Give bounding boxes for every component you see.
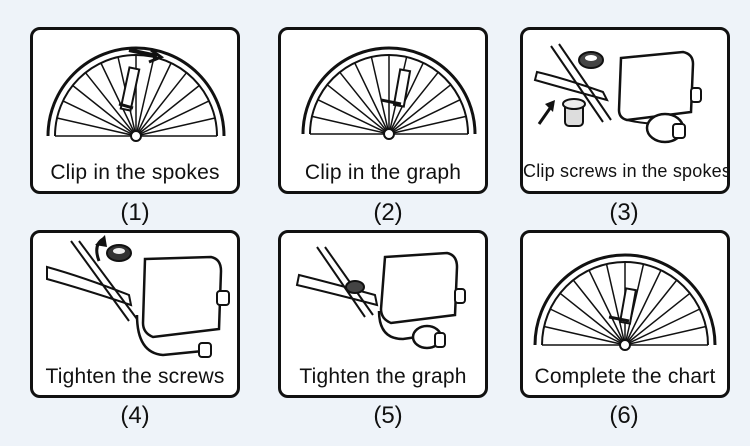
step-4-caption: Tighten the screws [45, 365, 225, 388]
step-6-caption: Complete the chart [534, 365, 716, 388]
step-1-panel: Clip in the spokes [30, 27, 240, 194]
wheel-spokes-illustration [46, 46, 226, 142]
step-5-panel: Tighten the graph [278, 230, 488, 398]
complete-chart-illustration [533, 253, 717, 351]
step-3-number: (3) [609, 199, 639, 226]
step-3-caption: Clip screws in the spokes [523, 161, 730, 181]
step-6-number: (6) [609, 402, 639, 429]
tighten-graph-illustration [295, 246, 466, 350]
tighten-screws-illustration [46, 235, 230, 358]
clip-screws-illustration [533, 43, 702, 144]
step-4-panel: Tighten the screws [30, 230, 240, 398]
step-2-number: (2) [373, 199, 403, 226]
step-3-panel: Clip screws in the spokes [520, 27, 730, 194]
step-1-caption: Clip in the spokes [50, 161, 220, 184]
wheel-graph-illustration [301, 46, 477, 140]
step-6-panel: Complete the chart [520, 230, 730, 398]
step-5-caption: Tighten the graph [299, 365, 467, 388]
step-4-number: (4) [120, 402, 150, 429]
step-2-panel: Clip in the graph [278, 27, 488, 194]
step-5-number: (5) [373, 402, 403, 429]
step-2-caption: Clip in the graph [304, 161, 462, 184]
step-1-number: (1) [120, 199, 150, 226]
